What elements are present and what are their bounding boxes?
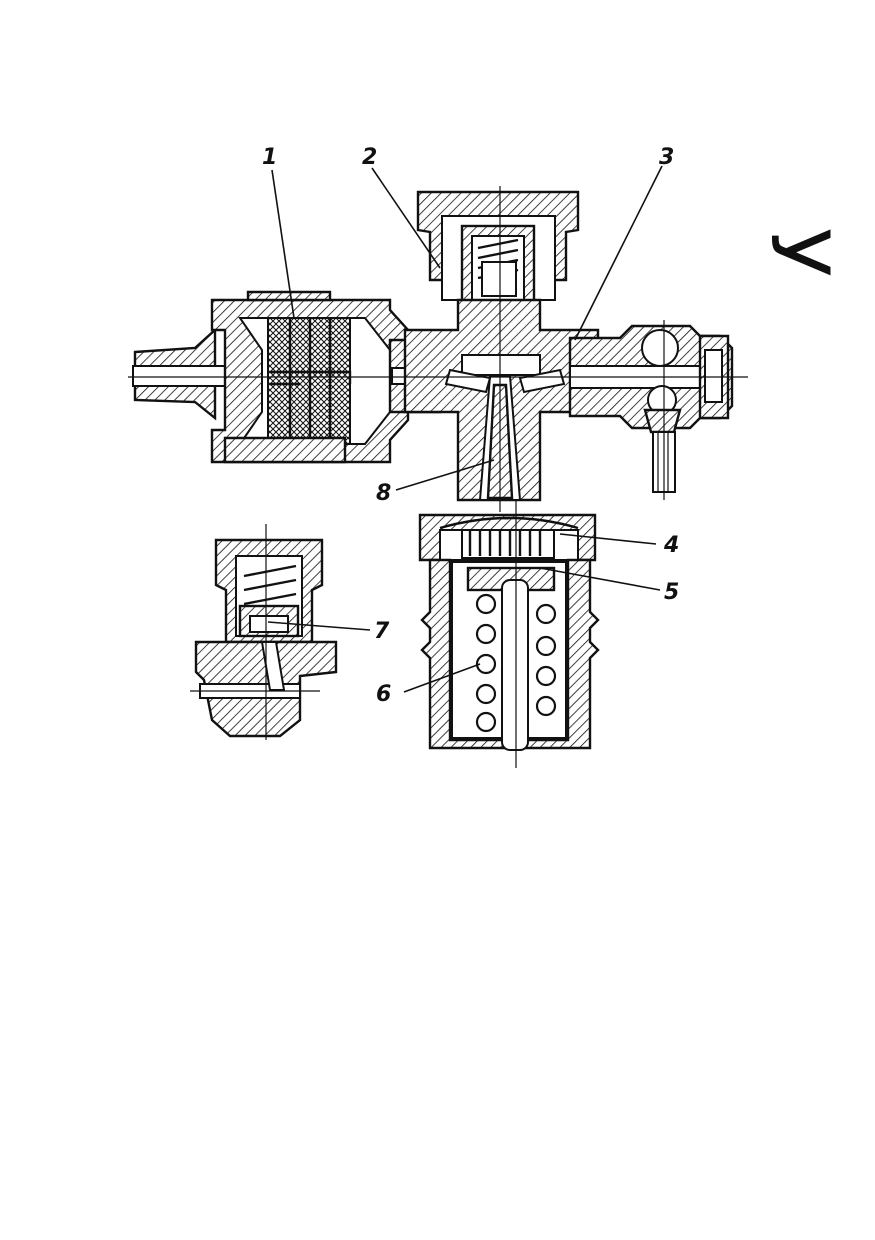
diaphragm (439, 516, 579, 530)
filter-assembly (132, 290, 410, 464)
callout-5: 5 (664, 580, 679, 605)
valve-stem (501, 579, 529, 751)
callout-4: 4 (663, 533, 679, 558)
callout-8: 8 (376, 481, 391, 506)
regulator-housing (418, 513, 600, 751)
detail-view-valve (194, 538, 338, 738)
outlet-fitting (568, 324, 734, 493)
axis-lines (128, 186, 748, 768)
edge-letter: У (753, 228, 846, 277)
valve-body (403, 190, 600, 502)
callout-1: 1 (262, 145, 277, 170)
callout-6: 6 (376, 682, 391, 707)
callout-2: 2 (362, 145, 377, 170)
leader-lines (267, 165, 663, 693)
callout-7: 7 (374, 619, 390, 644)
callout-3: 3 (659, 145, 674, 170)
diaphragm-plate (461, 529, 555, 559)
callout-labels: 1 2 3 4 5 6 7 8 (262, 145, 679, 707)
